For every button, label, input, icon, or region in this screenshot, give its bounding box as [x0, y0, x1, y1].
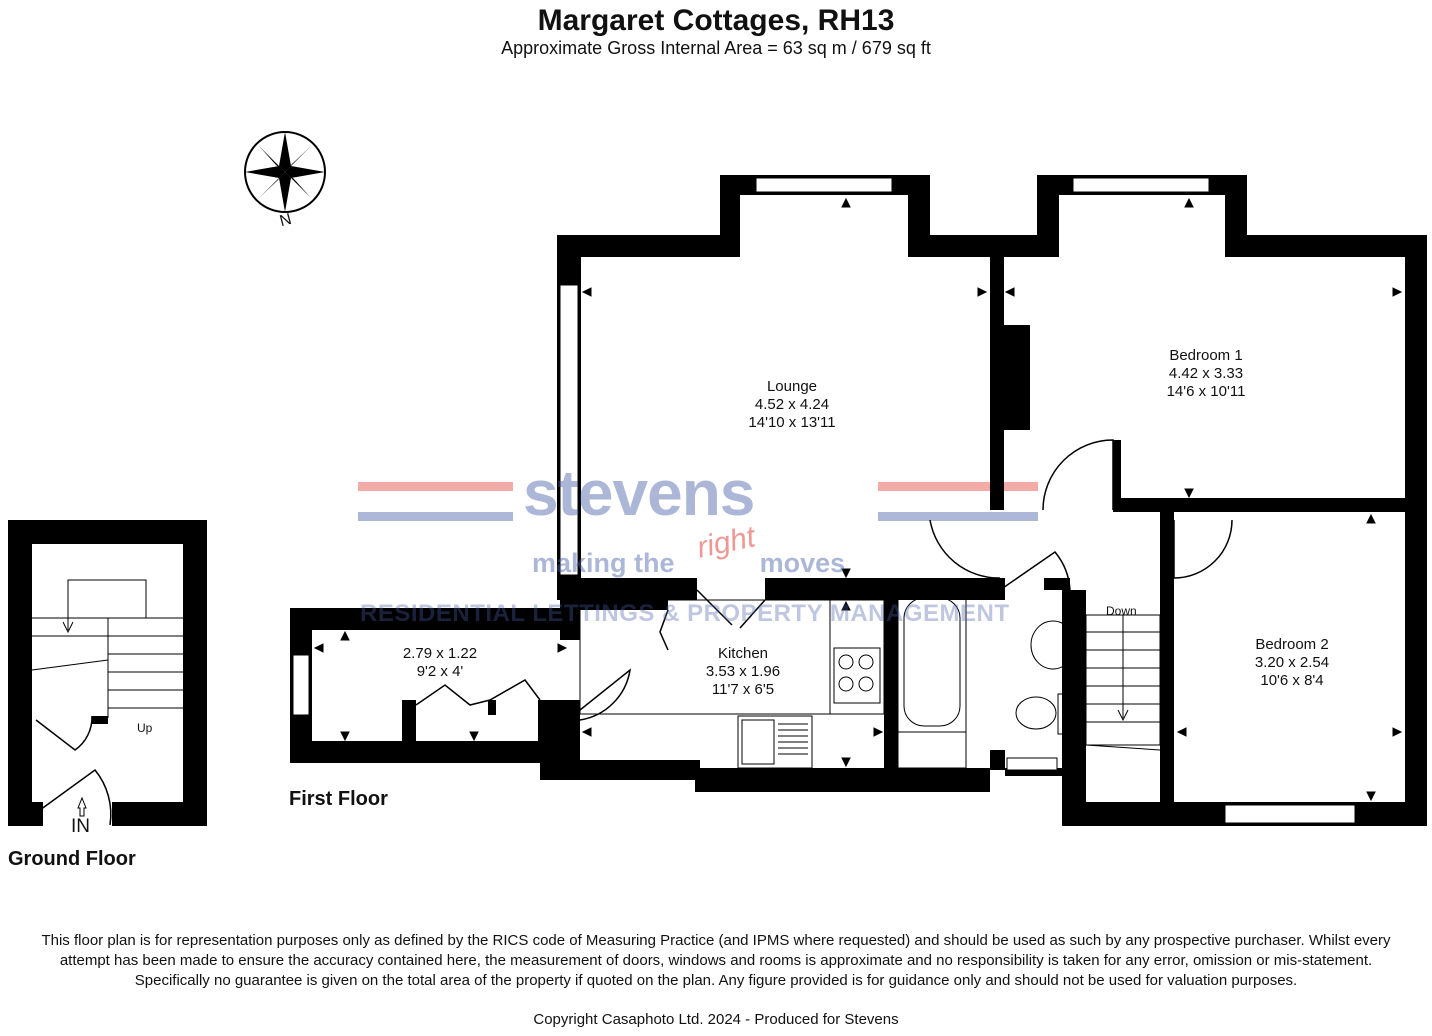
- room-bedroom-1-metric: 4.42 x 3.33: [1168, 365, 1244, 382]
- entrance-label: IN: [71, 816, 90, 837]
- room-kitchen-name: Kitchen: [717, 645, 769, 662]
- room-kitchen-metric: 3.53 x 1.96: [705, 663, 781, 680]
- stairs-up-label: Up: [137, 721, 153, 735]
- watermark-subline: RESIDENTIAL LETTINGS & PROPERTY MANAGEME…: [360, 600, 1010, 627]
- room-bedroom-2-imperial: 10'6 x 8'4: [1260, 672, 1324, 689]
- room-store-metric: 2.79 x 1.22: [402, 645, 478, 662]
- doors: [35, 439, 1233, 826]
- compass-icon: [244, 131, 326, 213]
- watermark-bars: [358, 482, 1038, 521]
- windows: [292, 177, 1356, 824]
- stairs-down-label: Down: [1106, 604, 1137, 618]
- watermark-tagline: making the moves: [532, 548, 845, 579]
- copyright-text: Copyright Casaphoto Ltd. 2024 - Produced…: [533, 1011, 899, 1028]
- plan-area-subtitle: Approximate Gross Internal Area = 63 sq …: [501, 38, 931, 58]
- room-store: 2.79 x 1.22 9'2 x 4': [370, 645, 510, 681]
- bathroom-fittings: [897, 591, 1076, 769]
- room-bedroom-2-name: Bedroom 2: [1255, 636, 1329, 653]
- watermark-tagline-c: moves: [759, 548, 846, 578]
- room-store-imperial: 9'2 x 4': [416, 663, 464, 680]
- disclaimer-text: This floor plan is for representation pu…: [41, 932, 1391, 989]
- ground-floor-label: Ground Floor: [8, 848, 136, 870]
- ground-floor-walls: [8, 520, 207, 826]
- watermark-tagline-a: making the: [532, 548, 675, 578]
- kitchen-fittings: [579, 599, 885, 769]
- dimension-arrows: [313, 197, 1403, 802]
- room-kitchen: Kitchen 3.53 x 1.96 11'7 x 6'5: [663, 645, 823, 699]
- room-lounge-imperial: 14'10 x 13'11: [748, 414, 836, 431]
- ground-floor-stairs: [31, 579, 183, 817]
- room-bedroom-1-name: Bedroom 1: [1169, 347, 1243, 364]
- room-lounge: Lounge 4.52 x 4.24 14'10 x 13'11: [712, 378, 872, 432]
- room-lounge-name: Lounge: [766, 378, 818, 395]
- room-lounge-metric: 4.52 x 4.24: [754, 396, 830, 413]
- room-kitchen-imperial: 11'7 x 6'5: [711, 681, 775, 698]
- room-bedroom-1: Bedroom 1 4.42 x 3.33 14'6 x 10'11: [1126, 347, 1286, 401]
- watermark-brand: stevens: [523, 457, 755, 529]
- first-floor-stairs: [1085, 614, 1161, 751]
- plan-title: Margaret Cottages, RH13: [537, 4, 895, 37]
- first-floor-label: First Floor: [289, 788, 388, 810]
- first-floor-walls: [290, 175, 1427, 826]
- room-bedroom-2-metric: 3.20 x 2.54: [1254, 654, 1330, 671]
- room-bedroom-2: Bedroom 2 3.20 x 2.54 10'6 x 8'4: [1212, 636, 1372, 690]
- room-bedroom-1-imperial: 14'6 x 10'11: [1166, 383, 1246, 400]
